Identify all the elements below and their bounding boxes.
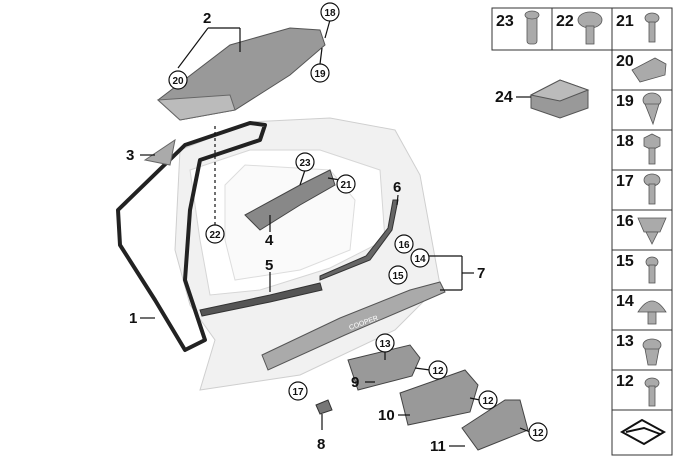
icon-symbol (619, 418, 667, 446)
part-cell-12: 12 (616, 373, 634, 390)
trim-strip (261, 281, 446, 371)
part-cell-14: 14 (616, 293, 634, 310)
callout-18: 18 (320, 2, 340, 22)
part-cell-15: 15 (616, 253, 634, 270)
svg-text:15: 15 (392, 271, 404, 282)
part-cell-20: 20 (616, 53, 634, 70)
svg-text:23: 23 (299, 158, 311, 169)
leader-lines (140, 19, 531, 447)
callout-6: 6 (393, 179, 401, 196)
svg-text:19: 19 (314, 69, 326, 80)
callout-11: 11 (430, 438, 446, 455)
svg-text:12: 12 (432, 366, 444, 377)
callout-14: 14 (410, 248, 430, 268)
callout-17: 17 (288, 381, 308, 401)
plate-9 (347, 344, 421, 391)
svg-text:18: 18 (324, 8, 336, 19)
svg-text:17: 17 (292, 387, 304, 398)
callout-4: 4 (265, 232, 274, 249)
svg-text:12: 12 (532, 428, 544, 439)
callout-24: 24 (495, 89, 513, 106)
svg-text:12: 12 (482, 396, 494, 407)
svg-text:14: 14 (414, 254, 426, 265)
callout-12: 12 (428, 360, 448, 380)
svg-text:21: 21 (340, 180, 352, 191)
svg-text:16: 16 (398, 240, 410, 251)
part-cell-21: 21 (616, 13, 634, 30)
fastener-icons (524, 10, 667, 407)
callout-23: 23 (295, 152, 315, 172)
part-box-24 (516, 79, 590, 119)
svg-text:13: 13 (379, 339, 391, 350)
callout-5: 5 (265, 257, 273, 274)
callout-3: 3 (126, 147, 134, 164)
clip-8 (315, 399, 333, 415)
callout-9: 9 (351, 374, 359, 391)
svg-text:22: 22 (209, 230, 221, 241)
callout-12: 12 (478, 390, 498, 410)
callout-20: 20 (168, 70, 188, 90)
part-cell-16: 16 (616, 213, 634, 230)
tailgate-body (174, 117, 441, 391)
part-cell-19: 19 (616, 93, 634, 110)
seal-strip (116, 121, 267, 352)
callout-22: 22 (205, 224, 225, 244)
part-cell-22: 22 (556, 13, 574, 30)
parts-panel (491, 7, 673, 456)
callout-12: 12 (528, 422, 548, 442)
callout-21: 21 (336, 174, 356, 194)
callout-16: 16 (394, 234, 414, 254)
callout-8: 8 (317, 436, 325, 453)
spoiler (156, 27, 326, 121)
part-cell-18: 18 (616, 133, 634, 150)
callout-10: 10 (378, 407, 395, 424)
part-cell-17: 17 (616, 173, 634, 190)
callout-13: 13 (375, 333, 395, 353)
plate-11 (461, 399, 529, 451)
callout-2: 2 (203, 10, 211, 27)
part-cell-13: 13 (616, 333, 634, 350)
strip-5 (199, 282, 323, 317)
callout-15: 15 (388, 265, 408, 285)
bracket-3 (143, 138, 176, 166)
callout-19: 19 (310, 63, 330, 83)
svg-text:20: 20 (172, 76, 184, 87)
callout-1: 1 (129, 310, 137, 327)
part-cell-23: 23 (496, 13, 514, 30)
strip-6 (319, 199, 399, 281)
callout-7: 7 (477, 265, 485, 282)
